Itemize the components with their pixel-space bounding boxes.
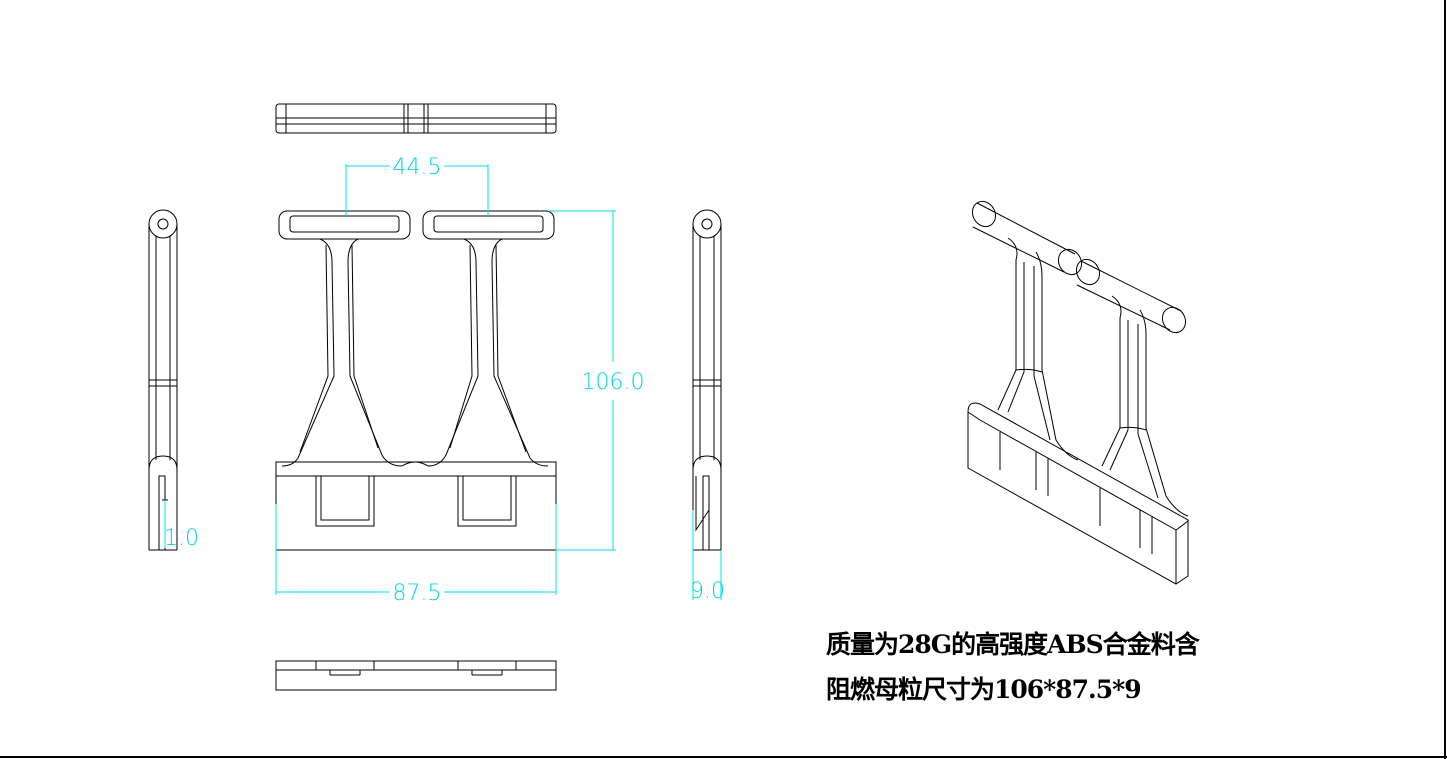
top-view — [275, 103, 557, 134]
dimension-height: 106.0 — [548, 210, 645, 551]
dimension-label-height: 106.0 — [582, 370, 645, 395]
bottom-view — [275, 660, 557, 691]
dimension-side-thickness: 1.0 — [164, 500, 199, 551]
isometric-view — [967, 200, 1189, 585]
front-view — [275, 210, 557, 551]
dimension-depth: 9.0 — [690, 510, 725, 604]
dimension-label-side-thickness: 1.0 — [164, 526, 199, 551]
dimension-label-top-gap: 44.5 — [393, 155, 442, 180]
caption-line-1: 质量为28G的高强度ABS合金料含 — [826, 630, 1200, 659]
caption-line-2: 阻燃母粒尺寸为106*87.5*9 — [826, 675, 1142, 704]
dimension-width: 87.5 — [275, 504, 557, 606]
dimension-label-depth: 9.0 — [690, 579, 725, 604]
right-side-view — [692, 209, 722, 551]
dimension-label-width: 87.5 — [393, 581, 442, 606]
left-side-view — [148, 209, 178, 551]
dimension-top-gap: 44.5 — [345, 155, 489, 216]
